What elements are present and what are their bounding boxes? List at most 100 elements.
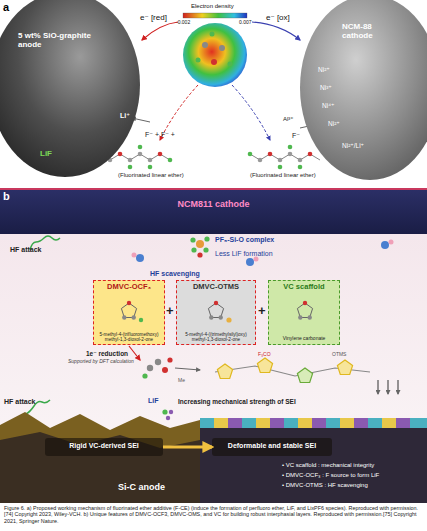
annotation-label: • VC scaffold : mechanical integrity <box>282 462 374 469</box>
sei-block <box>214 418 228 428</box>
carbon-atom <box>147 365 153 371</box>
additive-box: VC scaffoldVinylene carbonate <box>268 280 340 345</box>
annotation-label: Less LiF formation <box>215 250 273 258</box>
figure-caption: Figure 6. a) Proposed working mechanism … <box>4 505 423 524</box>
fluorine-atom <box>246 258 254 266</box>
fluorine-atom <box>162 409 167 414</box>
sei-block <box>340 418 354 428</box>
oxidation-arrow <box>252 22 300 40</box>
label-band: Rigid VC-derived SEI <box>45 438 163 456</box>
annotation-label: Li⁺ <box>120 112 130 120</box>
sei-block <box>396 418 410 428</box>
annotation-label: Ni²⁺ <box>318 66 330 73</box>
fluorine-atom <box>278 165 283 170</box>
lithium-atom <box>166 416 170 420</box>
sei-block <box>298 418 312 428</box>
carbon-atom <box>138 152 143 157</box>
oxygen-atom <box>118 152 123 157</box>
fluorine-atom <box>248 152 253 157</box>
annotation-label: HF attack <box>10 246 42 254</box>
oxygen-atom <box>197 252 202 257</box>
carbon-atom <box>219 45 225 51</box>
sei-block <box>242 418 256 428</box>
annotation-label: a <box>3 1 9 13</box>
oxidation-arrow <box>232 85 270 140</box>
annotation-label: + <box>166 304 174 319</box>
fluorinated-chain <box>248 145 320 170</box>
node-title: VC scaffold <box>283 283 324 291</box>
sei-layer <box>200 418 427 428</box>
anode-body <box>0 432 200 503</box>
label-band: Deformable and stable SEI <box>212 438 332 456</box>
fluorine-atom <box>203 247 208 252</box>
annotation-label: PF₅-Si-O complex <box>215 236 274 244</box>
fluorine-atom <box>298 165 303 170</box>
sei-block <box>312 418 326 428</box>
ring <box>297 368 312 383</box>
oxygen-atom <box>158 152 163 157</box>
annotation-label: F⁻ <box>292 132 300 140</box>
carbon-atom <box>298 158 303 163</box>
annotation-label: + <box>258 304 266 319</box>
reduction-arrow <box>142 22 178 40</box>
oxygen-atom <box>167 357 172 362</box>
sei-block <box>410 418 427 428</box>
sei-block <box>270 418 284 428</box>
annotation-label: b <box>3 190 10 202</box>
annotation-label: (Fluorinated linear ether) <box>118 172 184 179</box>
fluorine-atom <box>288 145 293 150</box>
fluorine-atom <box>168 158 173 163</box>
node-title: NCM-88 cathode <box>342 23 404 41</box>
oxygen-atom <box>308 152 313 157</box>
label-band: NCM811 cathode <box>0 190 427 234</box>
annotation-label: F⁻ + F⁻ + <box>145 131 175 139</box>
carbon-atom <box>155 359 161 365</box>
annotation-label: Ni²⁺ <box>328 120 340 127</box>
arrow <box>398 380 399 394</box>
down-arrows <box>378 380 398 394</box>
carbon-atom <box>148 158 153 163</box>
ring <box>217 364 232 379</box>
annotation-label: Increasing mechanical strength of SEI <box>178 398 296 405</box>
reduced-molecule <box>142 357 172 378</box>
carbon-atom <box>128 158 133 163</box>
fluorine-atom <box>190 237 195 242</box>
carbon-atom <box>202 42 208 48</box>
carbon-atom <box>288 152 293 157</box>
particle-shape <box>300 0 427 180</box>
annotation-label: (Fluorinated linear ether) <box>250 172 316 179</box>
sei-block <box>368 418 382 428</box>
hydrogen-atom <box>254 257 259 262</box>
annotation-label: 0.007 <box>239 20 252 26</box>
annotation-label: -0.002 <box>176 20 190 26</box>
pf5-complex <box>190 236 209 257</box>
sei-block <box>354 418 368 428</box>
annotation-label: F₃CO <box>258 352 271 358</box>
panel-background <box>0 188 427 503</box>
annotation-label: Ni²⁺/Li⁺ <box>342 142 364 149</box>
hf-molecule <box>132 240 394 267</box>
annotation-label: Ni³⁺ <box>320 84 332 91</box>
annotation-label: OTMS <box>332 352 346 358</box>
rigid-sei-terrain <box>0 412 200 503</box>
electron-density-blob <box>183 23 247 87</box>
fluorine-atom <box>381 241 389 249</box>
carbon-atom <box>278 158 283 163</box>
particle-outline <box>0 0 140 177</box>
fluorine-atom <box>128 165 133 170</box>
node-title: Deformable and stable SEI <box>228 442 316 450</box>
electrode-particle: NCM-88 cathode <box>300 0 427 180</box>
node-title: DMVC-OTMS <box>193 283 239 291</box>
annotation-label: Electron density <box>191 3 234 10</box>
carbon-atom <box>258 158 263 163</box>
arrow <box>378 380 379 394</box>
annotation-label: HF scavenging <box>150 270 200 278</box>
annotation-label: e⁻ [red] <box>140 14 167 23</box>
fluorine-atom <box>210 32 215 37</box>
particle-shape <box>0 0 140 177</box>
annotation-label: • DMVC-OTMS : HF scavenging <box>282 482 368 489</box>
anode-body <box>200 428 427 503</box>
node-subtitle: 5-methyl-4-(trifluoromethoxy) methyl-1,3… <box>96 332 162 342</box>
additive-box: DMVC-OTMS5-methyl-4-((trimethylsilyl)oxy… <box>176 280 256 345</box>
